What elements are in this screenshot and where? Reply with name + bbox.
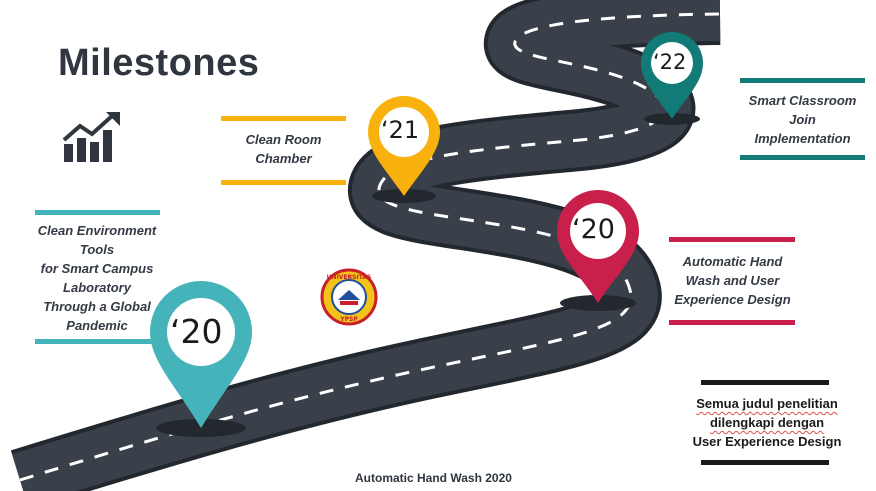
milestone-4-bottom-bar xyxy=(740,155,865,160)
milestone-1-top-bar xyxy=(35,210,160,215)
milestone-3-label: Automatic Hand Wash and User Experience … xyxy=(674,254,791,307)
note-line-3: User Experience Design xyxy=(692,434,842,449)
milestone-2-label: Clean Room Chamber xyxy=(245,132,322,166)
pin-2020-teal xyxy=(150,280,252,428)
caption: Automatic Hand Wash 2020 xyxy=(355,471,512,485)
milestone-3-bottom-bar xyxy=(669,320,795,325)
growth-chart-icon xyxy=(62,112,120,162)
note-bottom-bar xyxy=(701,460,829,465)
pin-2022-green xyxy=(640,31,703,119)
note-text: Semua judul penelitian dilengkapi dengan… xyxy=(683,394,851,451)
milestone-3-top-bar xyxy=(669,237,795,242)
milestone-4-year: ‘22 xyxy=(653,50,687,74)
milestone-1-year: ‘20 xyxy=(170,312,223,351)
logo-text-top: UNIVERSITAS xyxy=(327,274,372,281)
logo-text-bottom: YPSP xyxy=(339,316,358,323)
pin-2021-yellow xyxy=(368,96,440,196)
note-line-1: Semua judul penelitian xyxy=(696,396,838,411)
milestone-1-bottom-bar xyxy=(35,339,160,344)
page-title: Milestones xyxy=(58,42,260,84)
milestone-4-top-bar xyxy=(740,78,865,83)
milestone-2-year: ‘21 xyxy=(381,116,420,144)
university-logo: UNIVERSITAS YPSP xyxy=(320,268,378,326)
note-top-bar xyxy=(701,380,829,385)
milestone-4-label: Smart Classroom Join Implementation xyxy=(748,93,857,146)
note-line-2: dilengkapi dengan xyxy=(709,415,825,430)
pin-2020-red xyxy=(557,190,639,303)
milestone-2-bottom-bar xyxy=(221,180,346,185)
road-dashes xyxy=(19,12,721,482)
milestone-3-year: ‘20 xyxy=(572,214,615,245)
milestone-2-top-bar xyxy=(221,116,346,121)
milestone-1-label: Clean Environment Tools for Smart Campus… xyxy=(37,223,157,333)
